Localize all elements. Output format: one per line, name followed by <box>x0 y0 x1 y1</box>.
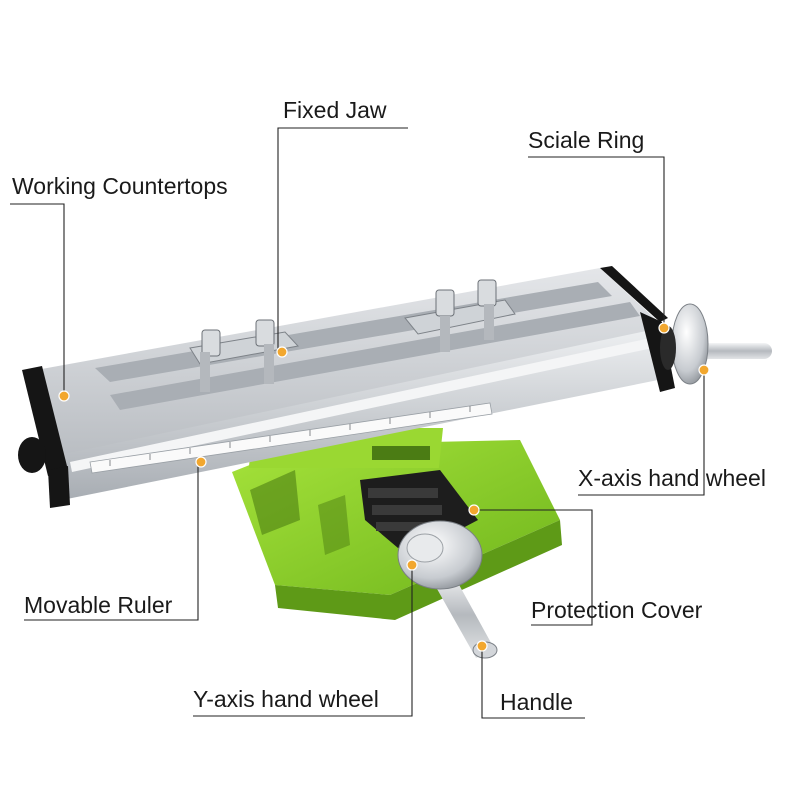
leader-handle <box>481 646 585 719</box>
marker-movable-ruler <box>195 456 207 468</box>
fixed-jaw-left <box>189 319 299 392</box>
label-protection-cover: Protection Cover <box>531 597 703 623</box>
leader-scale-ring <box>528 156 665 328</box>
label-handle: Handle <box>500 689 573 715</box>
leader-y-axis-hand-wheel <box>193 565 413 717</box>
y-axis-wheel-shape <box>397 520 498 659</box>
label-scale-ring: Sciale Ring <box>528 127 645 153</box>
x-axis-wheel-shape <box>660 303 772 385</box>
label-movable-ruler: Movable Ruler <box>24 592 173 618</box>
marker-x-axis-hand-wheel <box>698 364 710 376</box>
leader-x-axis-hand-wheel <box>578 370 705 496</box>
leader-movable-ruler <box>24 462 199 621</box>
leader-protection-cover <box>474 509 593 626</box>
label-working-countertops: Working Countertops <box>12 173 228 199</box>
label-fixed-jaw: Fixed Jaw <box>283 97 387 123</box>
marker-working-countertops <box>58 390 70 402</box>
fixed-jaw-right <box>404 279 516 352</box>
leader-working-countertops <box>10 203 65 396</box>
marker-scale-ring <box>658 322 670 334</box>
marker-y-axis-hand-wheel <box>406 559 418 571</box>
marker-protection-cover <box>468 504 480 516</box>
leader-fixed-jaw <box>277 127 408 352</box>
marker-dots <box>58 322 710 652</box>
leader-lines <box>10 127 705 719</box>
marker-handle <box>476 640 488 652</box>
label-y-axis-hand-wheel: Y-axis hand wheel <box>193 686 379 712</box>
marker-fixed-jaw <box>276 346 288 358</box>
label-x-axis-hand-wheel: X-axis hand wheel <box>578 465 766 491</box>
ruler-strip <box>89 402 493 474</box>
